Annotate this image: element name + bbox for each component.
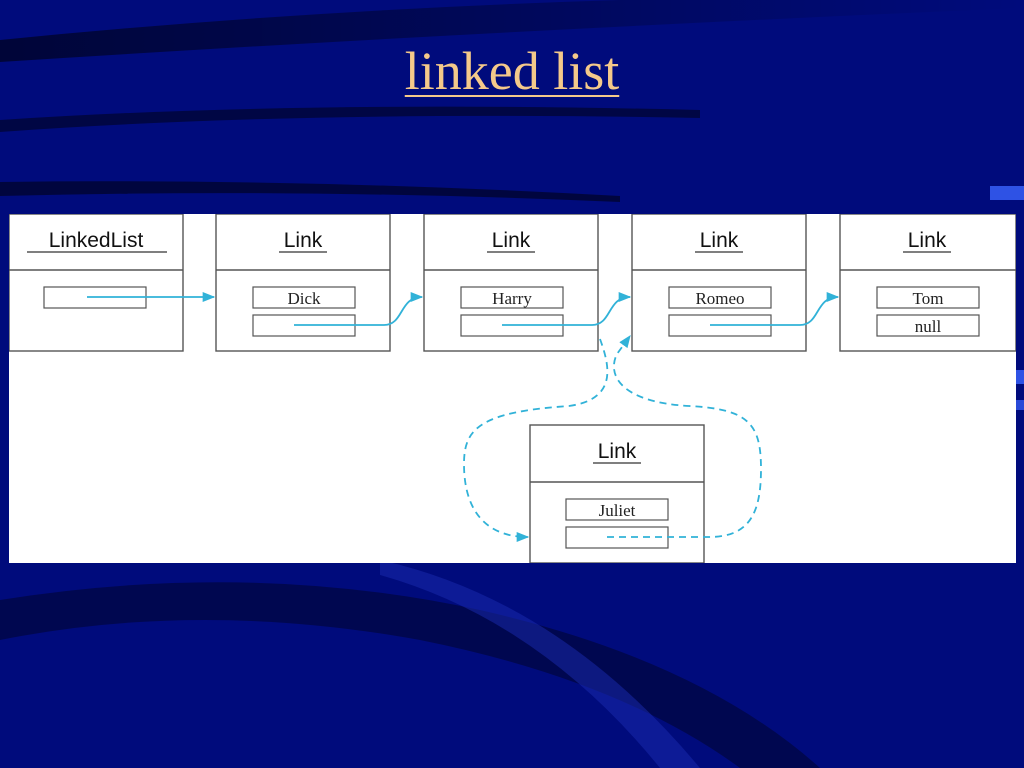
link-node: Link Romeo: [631, 214, 807, 352]
link-header: Link: [598, 440, 637, 463]
link-node: Link Dick: [215, 214, 391, 352]
link-node: Link Harry: [423, 214, 599, 352]
insert-pointer-arrow: [463, 338, 609, 543]
link-header: Link: [908, 229, 947, 252]
link-data: Dick: [287, 289, 321, 308]
link-header: Link: [492, 229, 531, 252]
next-pointer-arrow: [502, 291, 632, 326]
next-pointer-arrow: [294, 291, 424, 326]
link-header: Link: [700, 229, 739, 252]
link-data: Juliet: [599, 501, 636, 520]
inserted-link-node: Link Juliet: [529, 424, 705, 563]
link-data: Harry: [492, 289, 532, 308]
linkedlist-box: LinkedList: [9, 214, 184, 352]
linkedlist-header: LinkedList: [49, 229, 144, 252]
link-header: Link: [284, 229, 323, 252]
link-next: null: [915, 317, 942, 336]
juliet-next-arrow: [607, 334, 762, 538]
link-node: Link Tom null: [839, 214, 1016, 352]
link-data: Romeo: [695, 289, 744, 308]
slide-title: linked list: [404, 41, 620, 101]
link-data: Tom: [913, 289, 944, 308]
next-pointer-arrow: [710, 291, 840, 326]
linked-list-diagram: LinkedList Link Dick Link Harry: [9, 214, 1016, 563]
